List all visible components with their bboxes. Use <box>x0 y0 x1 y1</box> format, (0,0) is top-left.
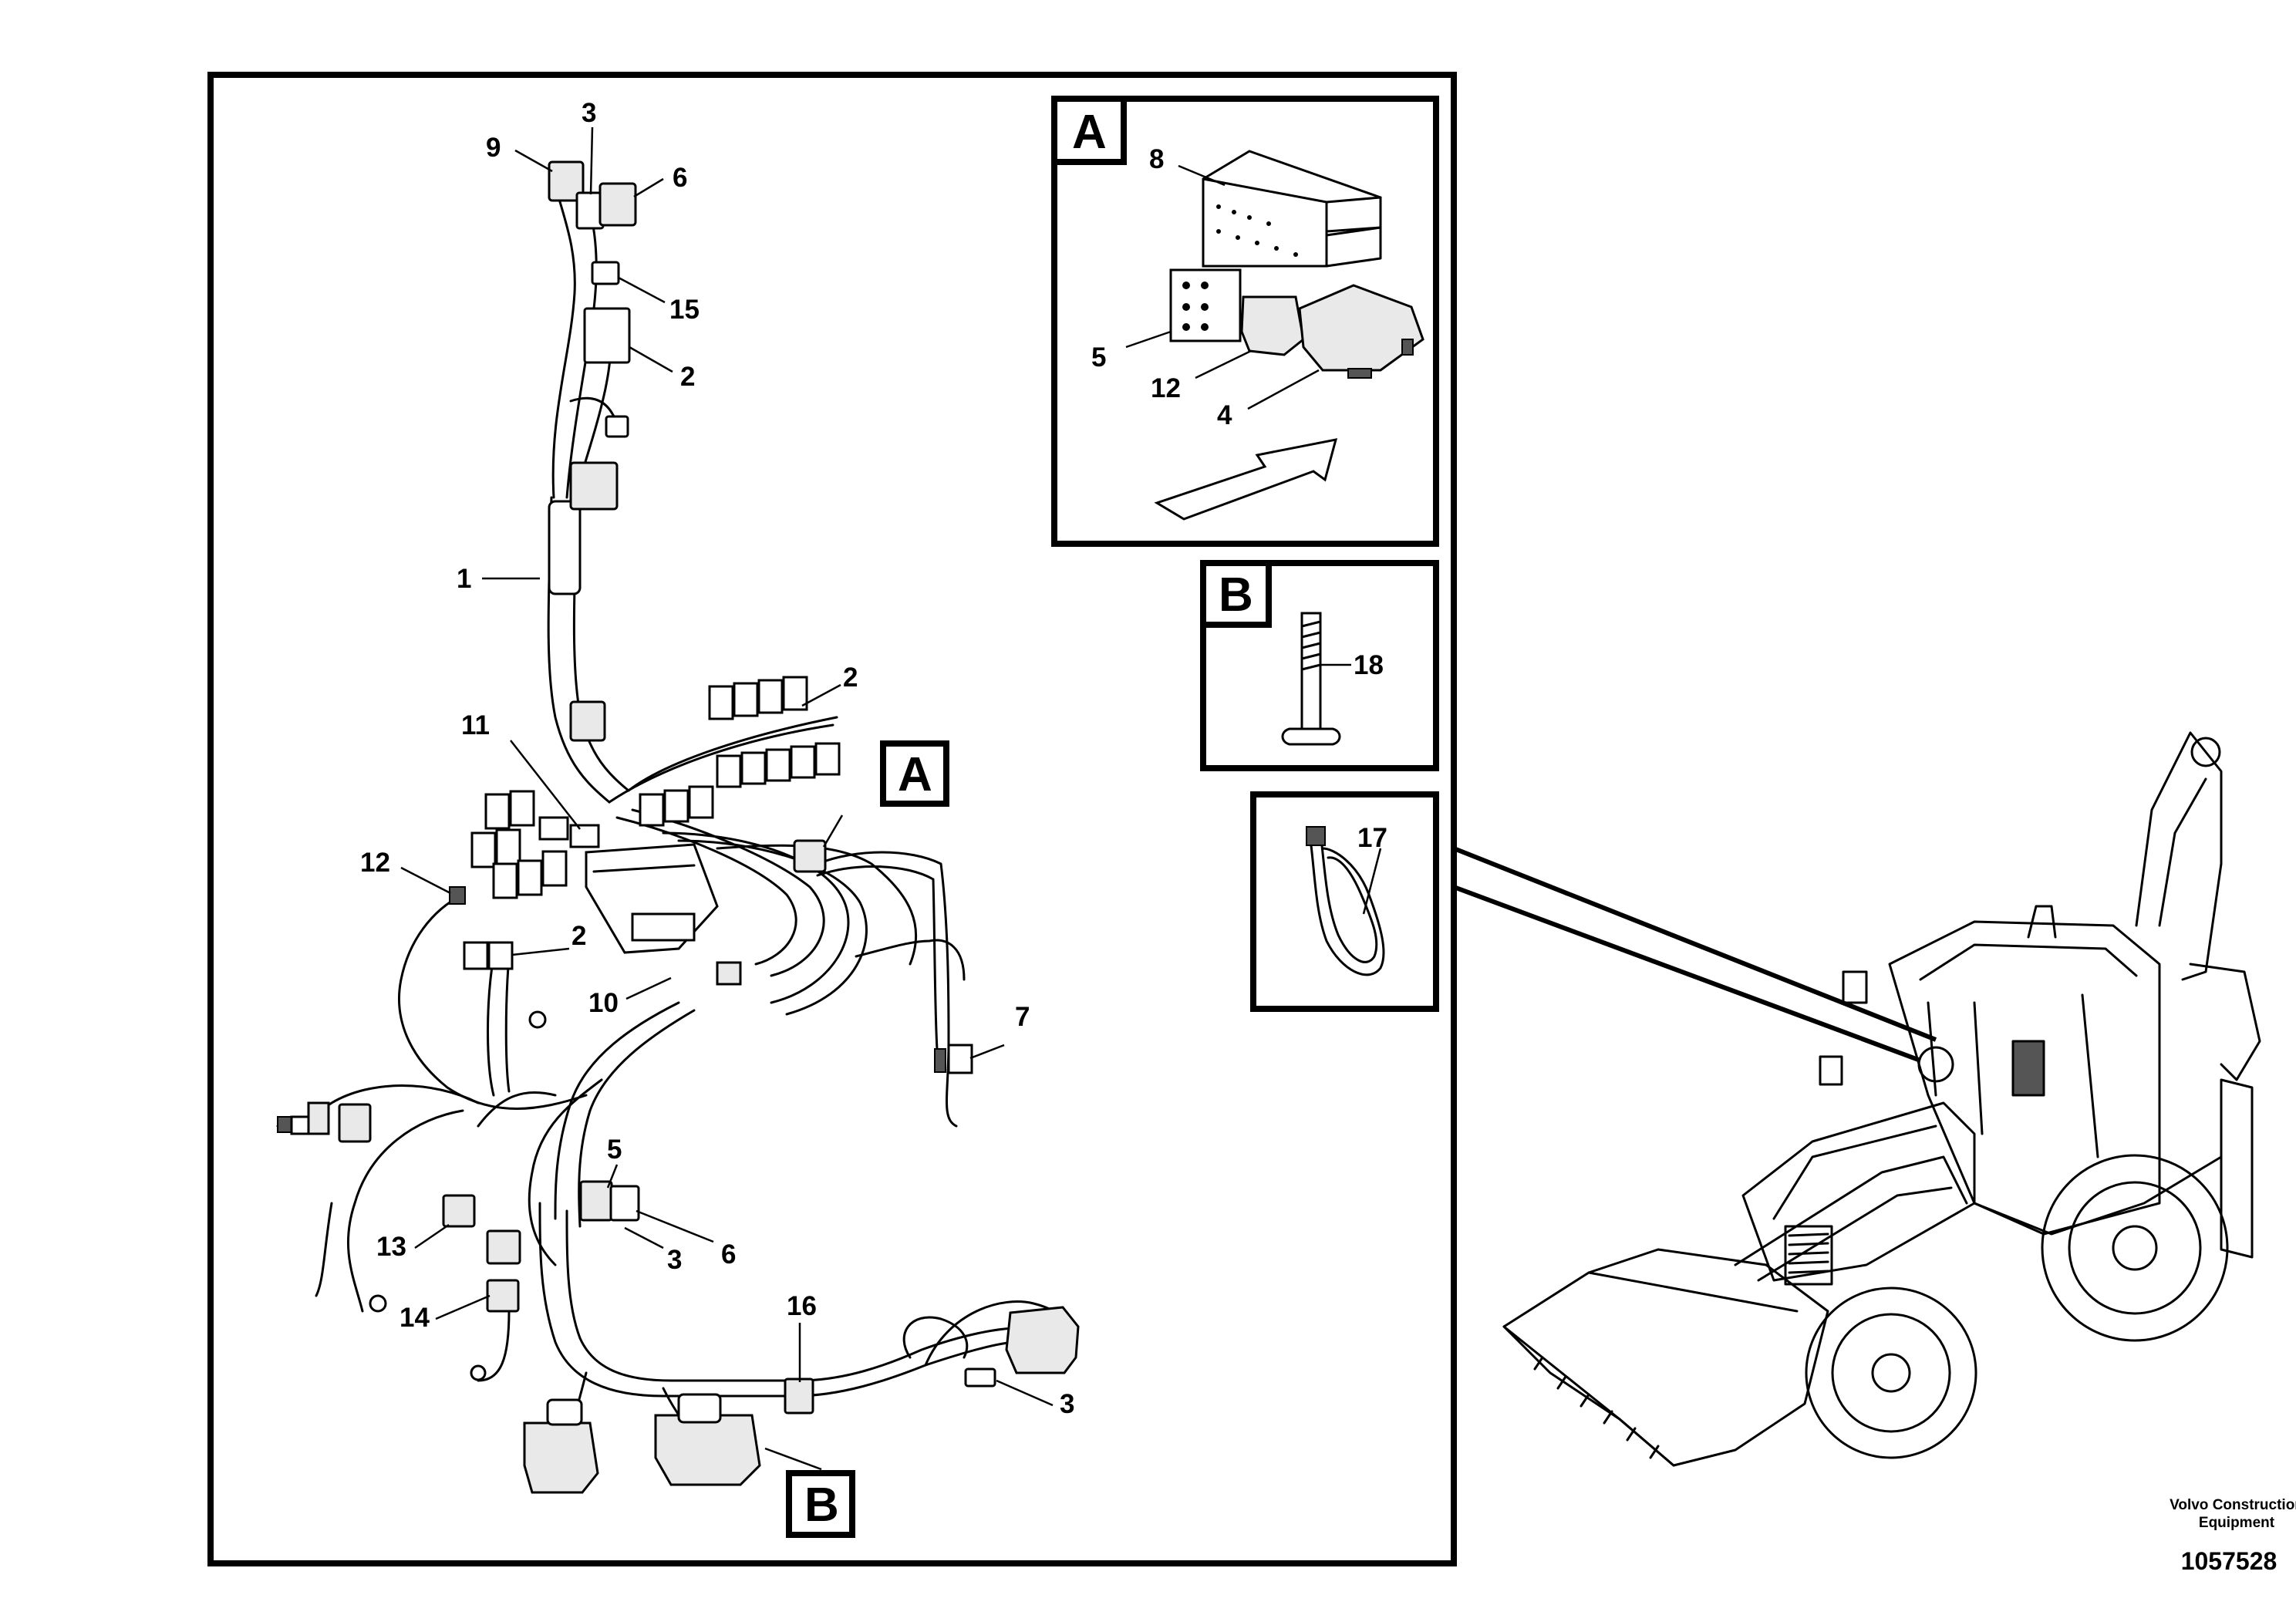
main-frame <box>207 72 1457 1566</box>
zoom-wedge <box>1452 846 1937 1063</box>
wiring-harness <box>276 160 1080 1494</box>
caption-company-line2: Equipment <box>2199 1515 2275 1531</box>
callout-labels: 9 3 6 15 2 1 2 11 12 2 10 7 5 13 3 6 14 … <box>360 98 1074 1419</box>
callout-7: 7 <box>1015 1002 1030 1032</box>
callout-12: 12 <box>360 848 390 878</box>
callout-3: 3 <box>667 1245 682 1275</box>
detail-b-reference-box <box>786 1470 855 1538</box>
callout-18: 18 <box>1354 650 1384 680</box>
view-direction-arrow-icon <box>1154 438 1338 521</box>
callout-5: 5 <box>1091 342 1106 373</box>
backhoe-loader-illustration <box>1502 731 2261 1467</box>
callout-13: 13 <box>376 1232 406 1262</box>
callout-12: 12 <box>1151 373 1181 403</box>
detail-b-reference-letter: B <box>804 1479 839 1532</box>
detail-a-panel: A 8 5 12 4 <box>1051 96 1439 547</box>
callout-6: 6 <box>721 1239 736 1270</box>
callout-9: 9 <box>486 133 501 163</box>
callout-3: 3 <box>1060 1389 1074 1419</box>
callout-11: 11 <box>461 710 490 740</box>
cable-tie-icon <box>1306 826 1385 976</box>
callout-2: 2 <box>680 362 695 392</box>
caption-company-line1: Volvo Construction <box>2170 1497 2296 1513</box>
leader-lines <box>400 126 1054 1471</box>
callout-17: 17 <box>1357 823 1387 853</box>
callout-16: 16 <box>787 1291 817 1321</box>
callout-5: 5 <box>607 1135 622 1165</box>
callout-4: 4 <box>1217 400 1232 430</box>
detail-b-letter: B <box>1219 568 1253 622</box>
callout-2: 2 <box>571 921 586 951</box>
bolt-icon <box>1281 612 1341 746</box>
detail-a-reference-box <box>880 740 949 807</box>
callout-10: 10 <box>588 988 619 1018</box>
detail-cable-tie-panel: 17 <box>1250 791 1439 1012</box>
detail-a-letter: A <box>1072 106 1107 159</box>
detail-a-reference-letter: A <box>898 748 932 801</box>
callout-14: 14 <box>400 1303 430 1333</box>
callout-8: 8 <box>1149 144 1164 174</box>
detail-b-panel: B 18 <box>1200 560 1439 771</box>
callout-1: 1 <box>457 564 471 594</box>
callout-3: 3 <box>582 98 596 128</box>
callout-15: 15 <box>669 295 700 325</box>
document-number: 1057528 <box>2181 1547 2277 1575</box>
callout-2: 2 <box>843 663 858 693</box>
callout-6: 6 <box>673 163 687 193</box>
document-caption: Volvo Construction Equipment 1057528 <box>2170 1497 2296 1575</box>
